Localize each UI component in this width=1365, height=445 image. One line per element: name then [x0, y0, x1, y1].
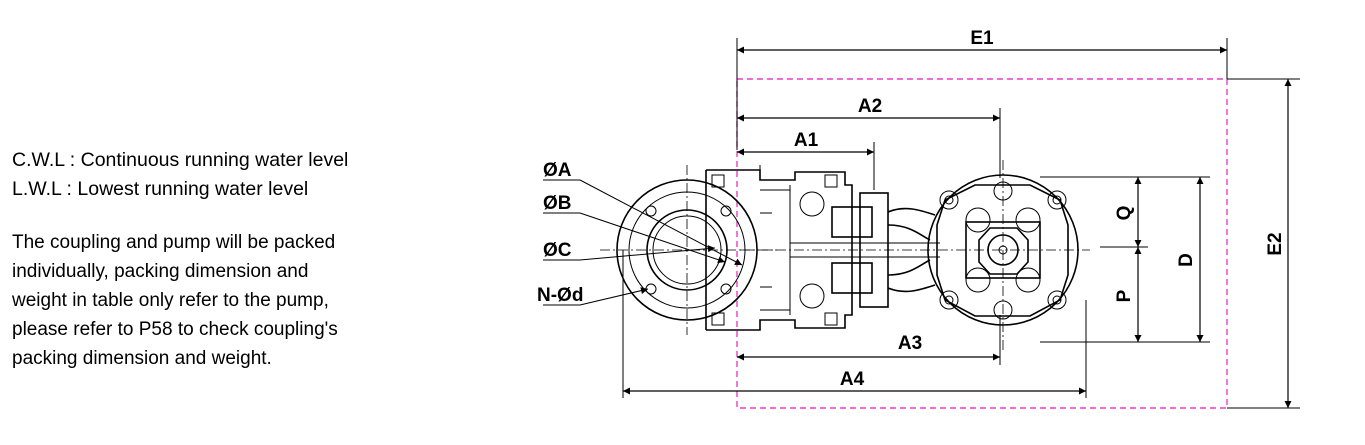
dim-label-e2: E2 — [1265, 232, 1286, 255]
notes-panel: C.W.L : Continuous running water level L… — [12, 146, 452, 373]
dim-label-q: Q — [1114, 206, 1135, 221]
dim-label-d: D — [1176, 253, 1197, 267]
dimension-a3: A3 — [737, 315, 1001, 365]
leader-lines: ØA ØB ØC N-Ød — [537, 160, 743, 306]
leader-label-dia-c: ØC — [543, 240, 572, 261]
dimension-p: P — [1114, 247, 1142, 342]
packing-note: The coupling and pump will be packed ind… — [12, 228, 452, 373]
dimension-q: Q — [1100, 177, 1148, 248]
dim-label-a3: A3 — [898, 333, 922, 354]
dim-label-e1: E1 — [970, 28, 994, 49]
lwl-legend: L.W.L : Lowest running water level — [12, 178, 309, 200]
dim-label-a2: A2 — [858, 96, 882, 117]
dimension-a1: A1 — [737, 130, 875, 190]
cwl-legend: C.W.L : Continuous running water level — [12, 149, 349, 171]
dim-label-p: P — [1114, 289, 1135, 302]
dimension-a4: A4 — [622, 250, 1087, 398]
dim-label-a1: A1 — [794, 130, 819, 151]
dimension-a2: A2 — [737, 96, 1001, 178]
leader-label-dia-b: ØB — [543, 193, 572, 214]
note-line: please refer to P58 to check coupling's — [12, 319, 338, 340]
note-line: The coupling and pump will be packed — [12, 232, 336, 253]
dimension-d: D — [1040, 176, 1210, 343]
leader-label-n-dia-d: N-Ød — [537, 285, 583, 306]
note-line: packing dimension and weight. — [12, 348, 272, 369]
note-line: weight in table only refer to the pump, — [12, 290, 329, 311]
dimension-e1: E1 — [736, 28, 1228, 150]
dimension-e2: E2 — [1227, 78, 1300, 409]
note-line: individually, packing dimension and — [12, 261, 309, 282]
leader-label-dia-a: ØA — [543, 160, 572, 181]
pump-casing — [887, 160, 1079, 350]
dim-label-a4: A4 — [840, 369, 865, 390]
motor-stool — [705, 169, 1090, 331]
packing-outline — [736, 78, 1228, 409]
